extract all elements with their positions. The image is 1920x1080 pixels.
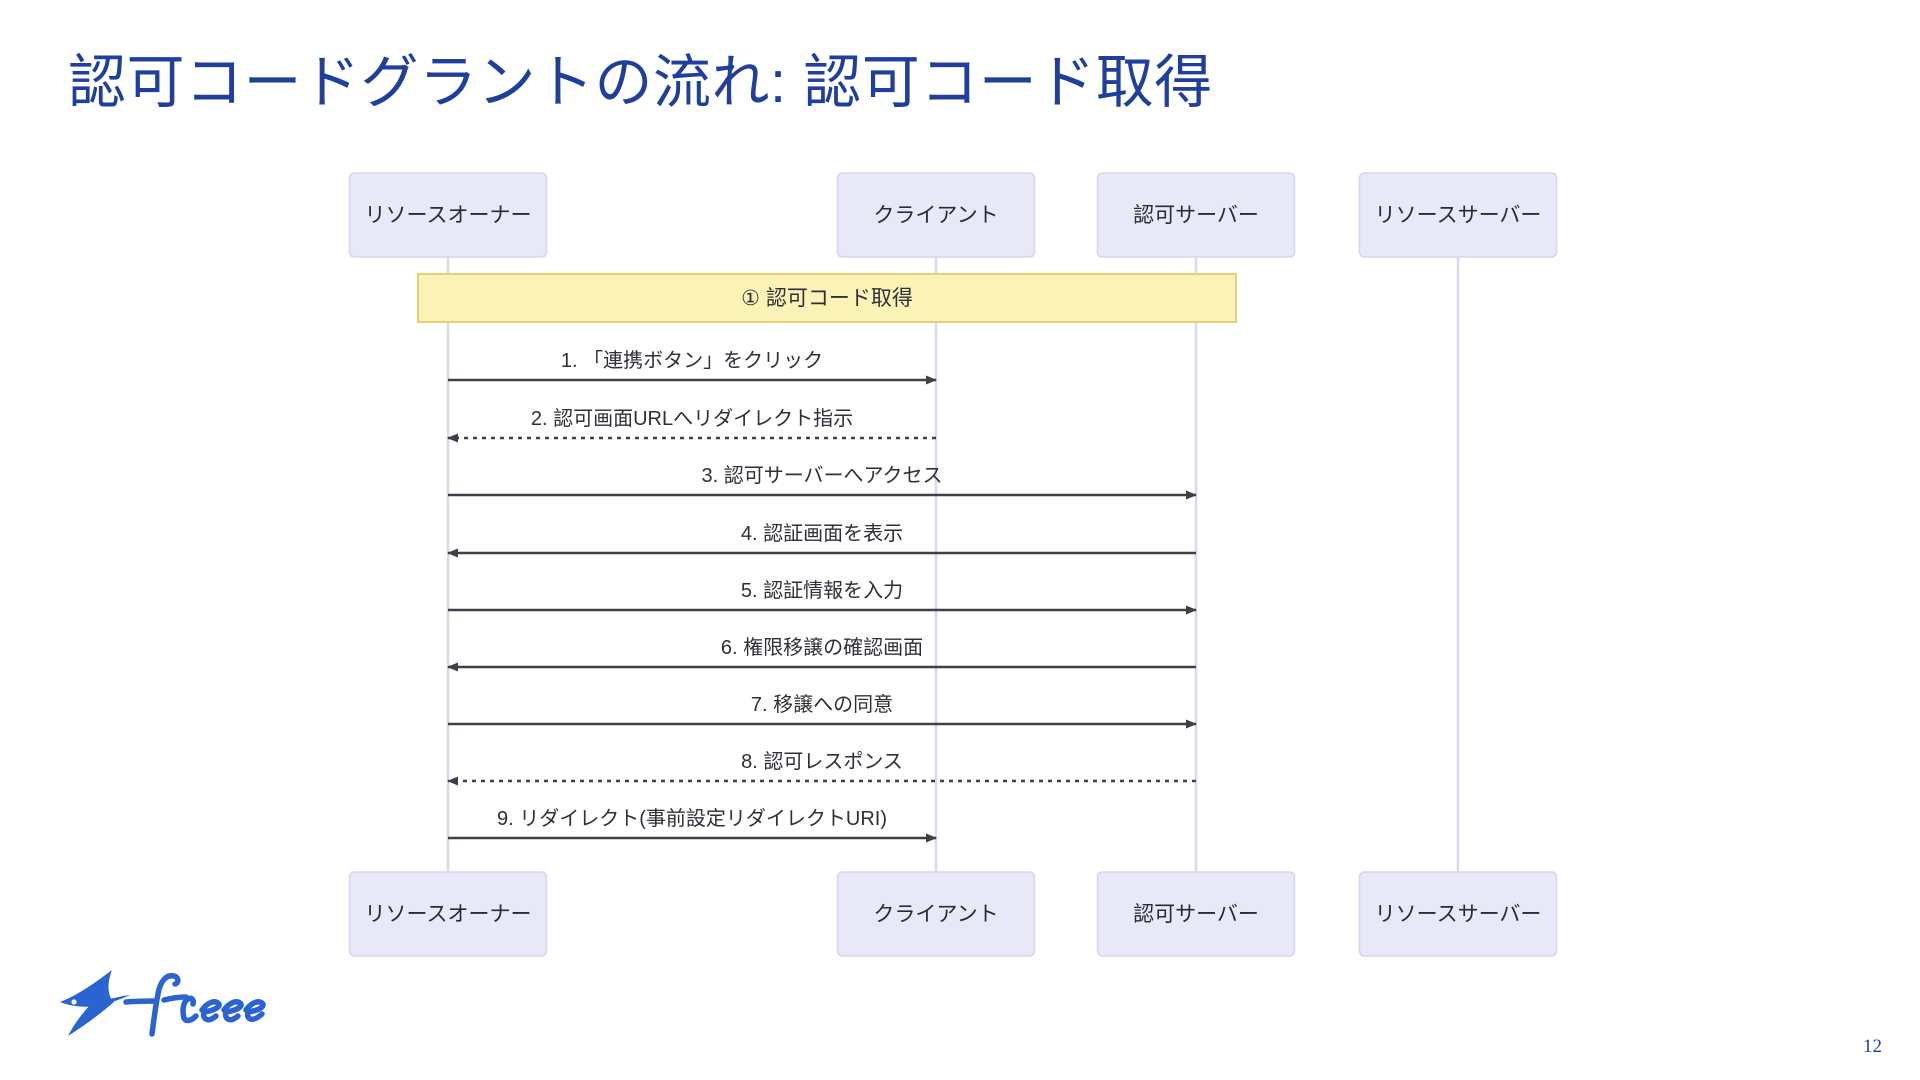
swallow-icon bbox=[60, 970, 130, 1036]
participant-label-top-resource-owner: リソースオーナー bbox=[365, 204, 532, 227]
message-label-4: 4. 認証画面を表示 bbox=[741, 522, 903, 545]
participant-label-bottom-client: クライアント bbox=[873, 903, 998, 926]
participant-box-bottom-resource-owner[interactable] bbox=[348, 871, 548, 957]
fragment-banner bbox=[417, 273, 1237, 323]
freee-logo bbox=[52, 962, 272, 1048]
message-label-7: 7. 移譲への同意 bbox=[751, 693, 893, 716]
participant-label-bottom-auth-server: 認可サーバー bbox=[1133, 903, 1259, 926]
participant-label-top-client: クライアント bbox=[873, 204, 998, 227]
page-title: 認可コードグラントの流れ: 認可コード取得 bbox=[68, 50, 1213, 115]
message-label-3: 3. 認可サーバーへアクセス bbox=[701, 464, 942, 487]
message-label-6: 6. 権限移譲の確認画面 bbox=[721, 636, 923, 659]
participant-label-bottom-resource-owner: リソースオーナー bbox=[365, 903, 532, 926]
participant-box-top-auth-server[interactable] bbox=[1096, 172, 1296, 258]
participant-box-top-resource-server[interactable] bbox=[1358, 172, 1558, 258]
participant-box-top-resource-owner[interactable] bbox=[348, 172, 548, 258]
participant-box-bottom-client[interactable] bbox=[836, 871, 1036, 957]
lifelines-group bbox=[446, 257, 1460, 872]
participant-label-top-auth-server: 認可サーバー bbox=[1133, 204, 1259, 227]
participant-box-bottom-resource-server[interactable] bbox=[1358, 871, 1558, 957]
message-label-5: 5. 認証情報を入力 bbox=[741, 579, 903, 602]
participant-label-bottom-resource-server: リソースサーバー bbox=[1375, 903, 1542, 926]
message-label-9: 9. リダイレクト(事前設定リダイレクトURI) bbox=[497, 807, 887, 830]
message-label-1: 1. 「連携ボタン」をクリック bbox=[561, 349, 823, 372]
participant-box-top-client[interactable] bbox=[836, 172, 1036, 258]
page-number: 12 bbox=[1863, 1036, 1882, 1057]
messages-group: 1. 「連携ボタン」をクリック 2. 認可画面URLへリダイレクト指示 3. 認可サ… bbox=[447, 349, 1197, 843]
message-label-8: 8. 認可レスポンス bbox=[741, 750, 903, 773]
message-label-2: 2. 認可画面URLへリダイレクト指示 bbox=[531, 407, 853, 430]
fragment-label: ① 認可コード取得 bbox=[741, 287, 913, 310]
participant-box-bottom-auth-server[interactable] bbox=[1096, 871, 1296, 957]
participants-group: リソースオーナーリソースオーナークライアントクライアント認可サーバー認可サーバー… bbox=[348, 172, 1558, 957]
fragment-group: ① 認可コード取得 bbox=[417, 273, 1237, 323]
freee-wordmark bbox=[123, 972, 266, 1037]
participant-label-top-resource-server: リソースサーバー bbox=[1375, 204, 1542, 227]
